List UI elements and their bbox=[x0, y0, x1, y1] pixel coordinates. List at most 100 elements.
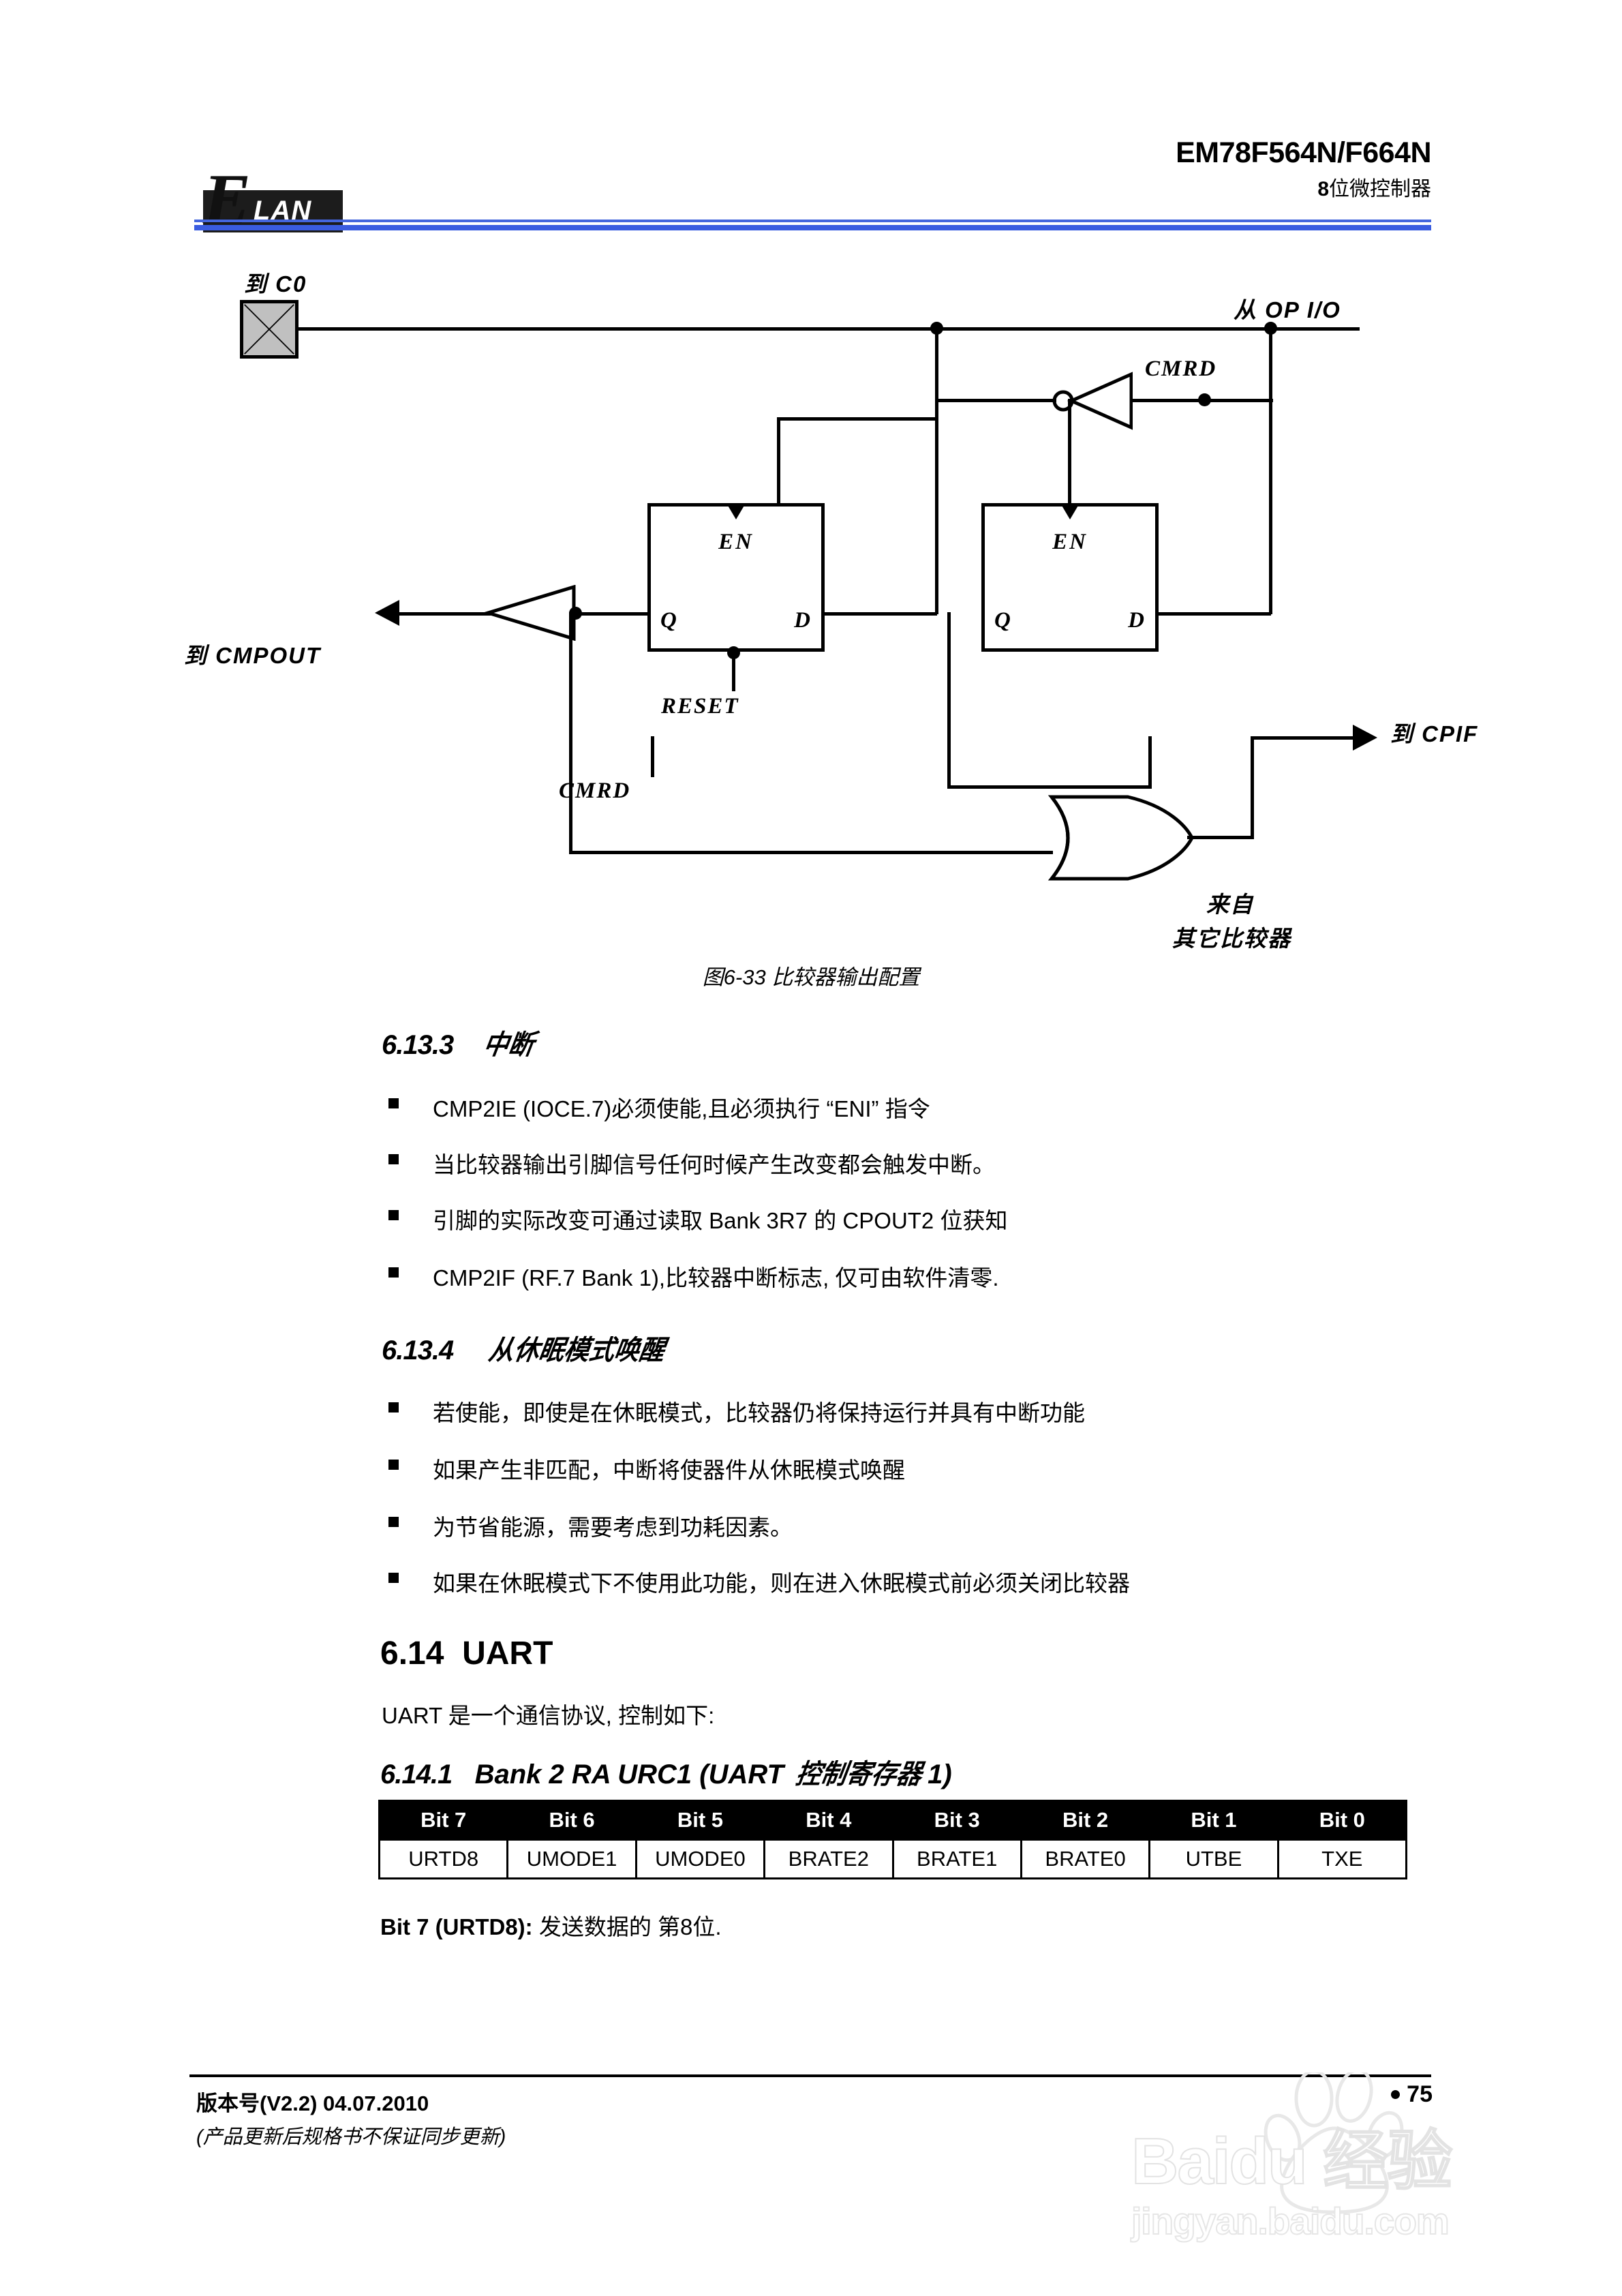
latch-right-en-label: EN bbox=[1052, 530, 1088, 554]
bullet-text: 若使能，即使是在休眠模式，比较器仍将保持运行并具有中断功能 bbox=[433, 1400, 1085, 1425]
wire-en-feed-left bbox=[777, 417, 937, 421]
paw-print-icon bbox=[1261, 2072, 1411, 2216]
product-subtitle-bold: 8 bbox=[1317, 178, 1329, 200]
figure-caption: 图6-33 比较器输出配置 bbox=[702, 965, 920, 989]
watermark-main-text: Baidu 经验 bbox=[1131, 2124, 1453, 2199]
heading-6-14-1-title-garbled: 控制寄存器 bbox=[793, 1759, 925, 1789]
wire-cpif bbox=[1251, 736, 1360, 740]
heading-6-14-1-title-tail: 1) bbox=[928, 1759, 952, 1789]
wire-left-d-up bbox=[935, 503, 938, 614]
wire-en-drop-right bbox=[1068, 399, 1071, 506]
product-title: EM78F564N/F664N bbox=[1176, 136, 1431, 169]
wire-top-bus bbox=[296, 327, 1360, 331]
bit7-description: Bit 7 (URTD8): 发送数据的 第8位. bbox=[380, 1909, 722, 1942]
table-header-cell: Bit 2 bbox=[1020, 1800, 1151, 1841]
bullet-text: CMP2IF (RF.7 Bank 1),比较器中断标志, 仅可由软件清零. bbox=[433, 1265, 999, 1290]
wire-right-d-out bbox=[1155, 612, 1271, 616]
label-to-cpif: 到 CPIF bbox=[1390, 721, 1479, 746]
bullet-marker-icon bbox=[388, 1402, 399, 1413]
label-to-c0: 到 C0 bbox=[244, 271, 307, 297]
bullet-marker-icon bbox=[388, 1210, 399, 1220]
footer-version-block: 版本号(V2.2) 04.07.2010 (产品更新后规格书不保证同步更新) bbox=[196, 2086, 506, 2149]
product-subtitle: 8位微控制器 bbox=[1317, 172, 1431, 202]
label-cmrd-bottom: CMRD bbox=[559, 779, 631, 803]
or-gate bbox=[1046, 794, 1196, 881]
elan-logo: LAN E bbox=[191, 163, 354, 242]
label-to-cmpout: 到 CMPOUT bbox=[184, 643, 322, 668]
wire-or-output bbox=[1187, 836, 1254, 839]
wire-q-branch-down bbox=[569, 612, 572, 854]
page-number-dot-icon bbox=[1391, 2090, 1401, 2099]
wire-or-input-top-riser bbox=[1148, 736, 1152, 788]
label-cmrd-top: CMRD bbox=[1145, 357, 1217, 381]
node-inverter-out-junction bbox=[1198, 393, 1211, 406]
latch-left-q-label: Q bbox=[660, 608, 677, 633]
table-cell: UMODE0 bbox=[634, 1839, 766, 1879]
comparator-output-diagram: 到 C0 从 OP I/O bbox=[184, 266, 1477, 951]
table-cell: BRATE0 bbox=[1020, 1839, 1151, 1879]
footer-version-cjk: 版本号 bbox=[196, 2091, 260, 2115]
label-from-other-line2: 其它比较器 bbox=[1172, 926, 1291, 951]
heading-6-14-1-title-plain: Bank 2 RA URC1 (UART bbox=[474, 1759, 792, 1789]
table-row: URTD8 UMODE1 UMODE0 BRATE2 BRATE1 BRATE0… bbox=[378, 1839, 1408, 1879]
bit7-text: 发送数据的 第8位. bbox=[532, 1914, 722, 1939]
wire-en-drop-left bbox=[777, 417, 780, 504]
wire-inverter-input bbox=[935, 399, 1056, 402]
bullet-text: 如果在休眠模式下不使用此功能，则在进入休眠模式前必须关闭比较器 bbox=[433, 1571, 1130, 1596]
header-divider-rule bbox=[194, 220, 1431, 230]
bullet-text: 引脚的实际改变可通过读取 Bank 3R7 的 CPOUT2 位获知 bbox=[433, 1208, 1008, 1233]
bullet-marker-icon bbox=[388, 1573, 399, 1583]
page-header: LAN E EM78F564N/F664N 8位微控制器 bbox=[191, 136, 1431, 242]
table-cell: URTD8 bbox=[378, 1839, 509, 1879]
label-from-op-io: 从 OP I/O bbox=[1234, 297, 1341, 322]
bullet-marker-icon bbox=[388, 1267, 399, 1278]
table-cell: TXE bbox=[1276, 1839, 1408, 1879]
heading-6-13-3-number: 6.13.3 bbox=[382, 1030, 454, 1060]
bullet-text: CMP2IE (IOCE.7)必须使能,且必须执行 “ENI” 指令 bbox=[433, 1096, 930, 1121]
label-reset: RESET bbox=[661, 694, 739, 719]
inverter-gate bbox=[1051, 372, 1133, 430]
bullet-text: 如果产生非匹配，中断将使器件从休眠模式唤醒 bbox=[433, 1457, 905, 1483]
footer-version: (V2.2) 04.07.2010 bbox=[260, 2091, 429, 2115]
table-cell: BRATE1 bbox=[891, 1839, 1022, 1879]
watermark-sub-text: jingyan.baidu.com bbox=[1131, 2199, 1450, 2243]
table-header-cell: Bit 3 bbox=[891, 1800, 1022, 1841]
table-cell: UTBE bbox=[1148, 1839, 1279, 1879]
table-cell: UMODE1 bbox=[506, 1839, 637, 1879]
latch-right-en-notch bbox=[1061, 504, 1085, 530]
wire-reset-down bbox=[732, 652, 735, 691]
page-number-value: 75 bbox=[1407, 2081, 1433, 2107]
table-header-row: Bit 7 Bit 6 Bit 5 Bit 4 Bit 3 Bit 2 Bit … bbox=[378, 1800, 1408, 1841]
heading-6-14: 6.14 UART bbox=[380, 1635, 553, 1672]
table-header-cell: Bit 5 bbox=[634, 1800, 766, 1841]
table-header-cell: Bit 7 bbox=[378, 1800, 509, 1841]
wire-or-output-riser bbox=[1251, 736, 1254, 839]
header-rule-thick bbox=[194, 225, 1431, 230]
latch-right-d-label: D bbox=[1128, 608, 1144, 633]
table-header-cell: Bit 4 bbox=[763, 1800, 894, 1841]
bullet-marker-icon bbox=[388, 1517, 399, 1527]
bullet-text: 为节省能源，需要考虑到功耗因素。 bbox=[433, 1515, 793, 1540]
latch-block-right: EN Q D bbox=[981, 503, 1159, 652]
page-number: 75 bbox=[1391, 2081, 1433, 2108]
wire-right-node-down bbox=[1269, 327, 1272, 507]
wire-cmpout bbox=[395, 612, 491, 616]
product-subtitle-text: 位微控制器 bbox=[1329, 178, 1431, 200]
wire-or-input-bottom bbox=[569, 851, 1053, 854]
bullet-text: 当比较器输出引脚信号任何时候产生改变都会触发中断。 bbox=[433, 1152, 995, 1177]
bullet-marker-icon bbox=[388, 1154, 399, 1164]
table-header-cell: Bit 0 bbox=[1276, 1800, 1408, 1841]
bit7-label: Bit 7 (URTD8): bbox=[380, 1914, 533, 1939]
heading-6-13-3-title: 中断 bbox=[481, 1029, 537, 1060]
wire-right-q-down bbox=[947, 612, 951, 788]
bullet-marker-icon bbox=[388, 1098, 399, 1108]
wire-left-node-down bbox=[935, 327, 938, 503]
wire-left-q-out bbox=[572, 612, 651, 616]
heading-6-14-title: UART bbox=[462, 1635, 553, 1672]
wire-left-d-out bbox=[821, 612, 937, 616]
latch-block-left: EN Q D bbox=[647, 503, 825, 652]
latch-left-en-notch bbox=[727, 504, 751, 530]
output-buffer-gate bbox=[482, 584, 576, 641]
latch-left-en-label: EN bbox=[718, 530, 754, 554]
